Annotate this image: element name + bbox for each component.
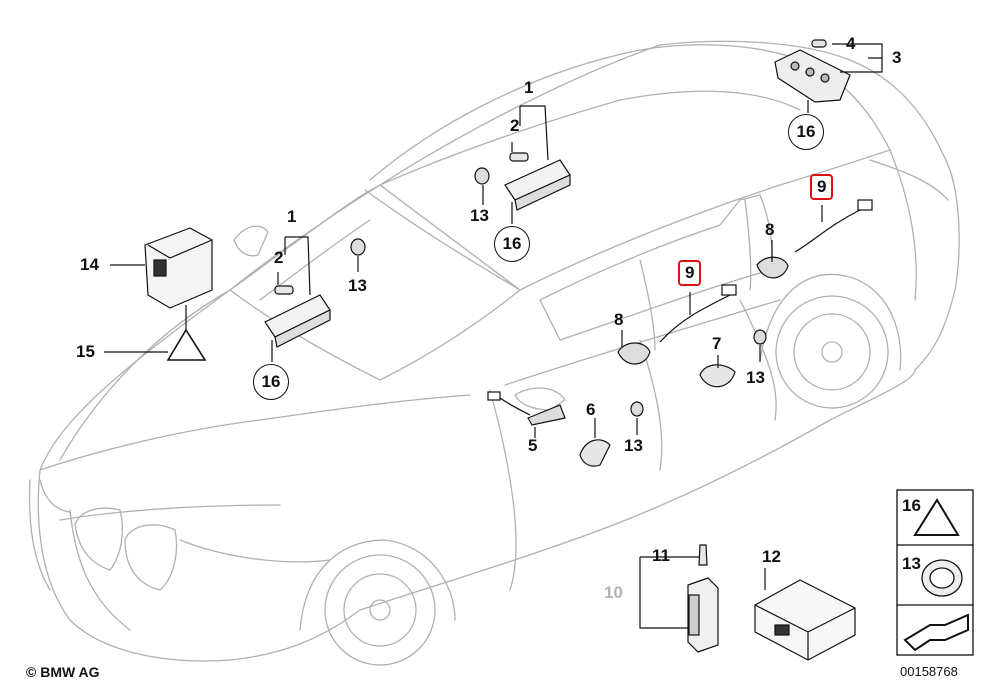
callout-13-rear-plug: 13 <box>470 206 489 225</box>
callout-16-roof-badge: 16 <box>788 114 824 150</box>
callout-16-rear-badge: 16 <box>494 226 530 262</box>
component-drawings <box>144 39 873 661</box>
callout-15: 15 <box>76 342 95 361</box>
callout-2-rear-bulb: 2 <box>510 116 520 135</box>
callout-16-front-badge: 16 <box>253 364 289 400</box>
callout-7: 7 <box>712 334 722 353</box>
drawing-number: 00158768 <box>900 664 958 679</box>
callout-4: 4 <box>846 34 856 53</box>
callout-1-rear-lamp: 1 <box>524 78 534 97</box>
callout-8-rear-door: 8 <box>765 220 775 239</box>
callout-12: 12 <box>762 547 781 566</box>
callout-13-rear-door: 13 <box>746 368 765 387</box>
callout-11: 11 <box>652 546 670 565</box>
callout-10: 10 <box>604 583 623 602</box>
callout-9-rear-door-highlighted: 9 <box>810 174 834 200</box>
callout-2-front-bulb: 2 <box>274 248 284 267</box>
callout-14: 14 <box>80 255 99 274</box>
copyright: © BMW AG <box>26 664 100 680</box>
callout-6: 6 <box>586 400 596 419</box>
legend-item-16: 16 <box>902 496 921 515</box>
callout-1-front-lamp: 1 <box>287 207 297 226</box>
legend-item-13: 13 <box>902 554 921 573</box>
callout-8-front-door: 8 <box>614 310 624 329</box>
callout-3: 3 <box>892 48 902 67</box>
legend-box <box>896 489 974 656</box>
car-outline <box>28 40 960 666</box>
leader-lines <box>104 43 883 629</box>
callout-13-front-plug: 13 <box>348 276 367 295</box>
callout-5: 5 <box>528 436 538 455</box>
callout-13-front-door: 13 <box>624 436 643 455</box>
callout-9-front-door-highlighted: 9 <box>678 260 702 286</box>
